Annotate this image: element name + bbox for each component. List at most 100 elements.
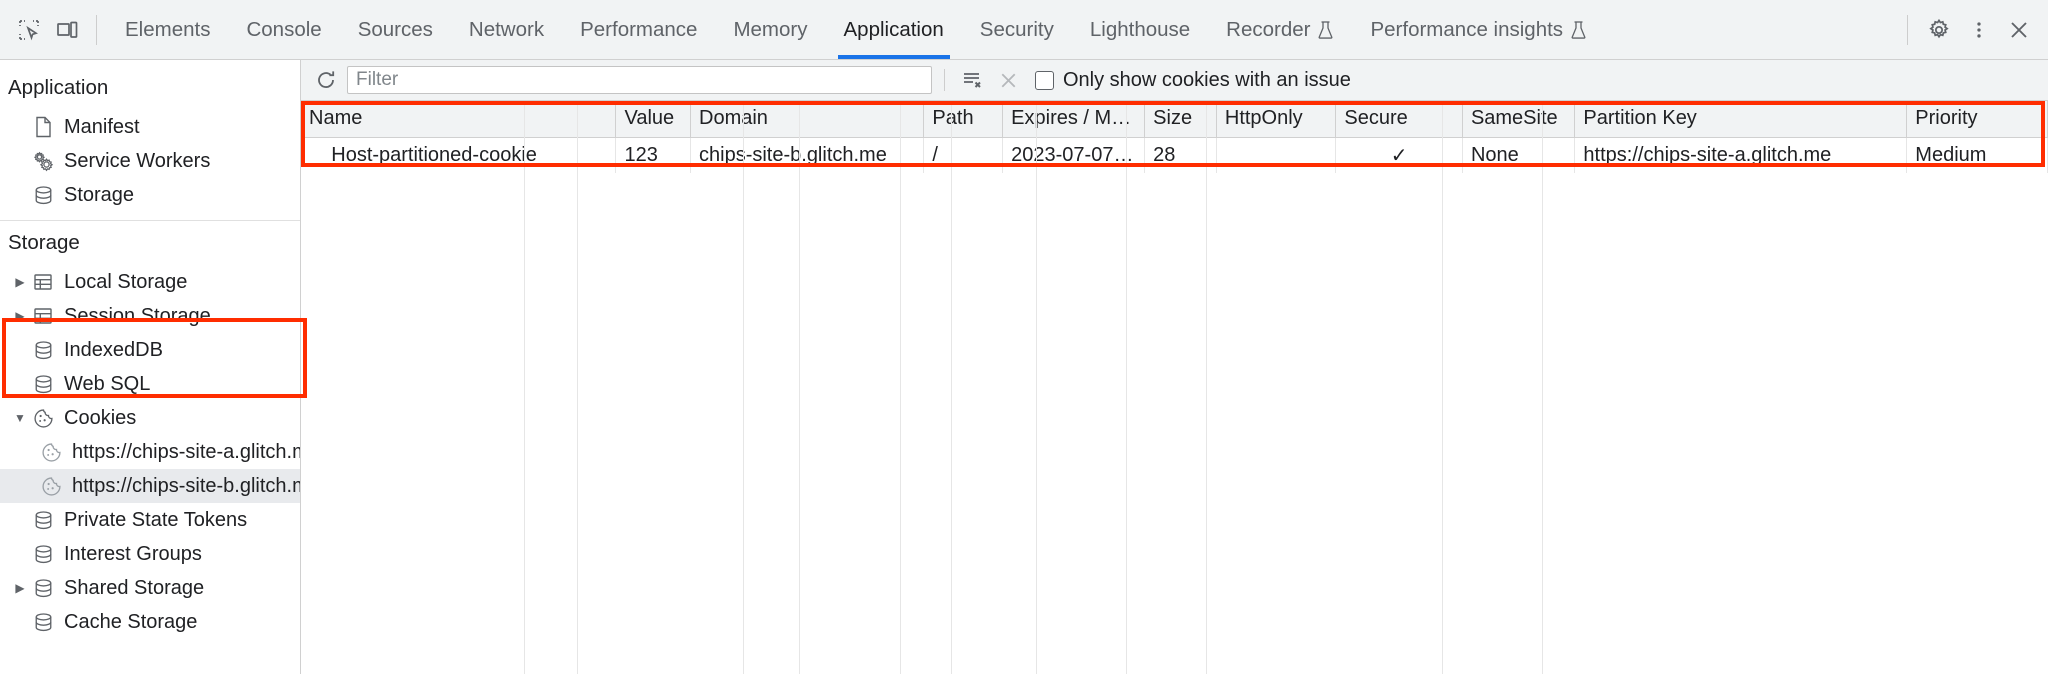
toolbar-divider — [1907, 14, 1908, 45]
cookie-icon — [38, 442, 64, 463]
sidebar-item-label: Cache Storage — [64, 610, 198, 633]
tab-application[interactable]: Application — [826, 0, 962, 59]
tab-memory[interactable]: Memory — [715, 0, 825, 59]
tab-performance[interactable]: Performance — [562, 0, 715, 59]
sidebar-item-private-state-tokens[interactable]: ▶ Private State Tokens — [0, 503, 300, 537]
tab-label: Performance insights — [1370, 17, 1564, 41]
table-icon — [30, 306, 56, 326]
sidebar-item-label: Cookies — [64, 406, 137, 429]
chevron-right-icon[interactable]: ▶ — [15, 275, 25, 289]
tab-label: Security — [979, 17, 1054, 41]
tab-label: Memory — [733, 17, 808, 41]
sidebar-item-label: Service Workers — [64, 149, 211, 172]
sidebar-item-cookie-origin-b[interactable]: https://chips-site-b.glitch.me — [0, 469, 300, 503]
sidebar-item-local-storage[interactable]: ▶ Local Storage — [0, 265, 300, 299]
toolbar-divider — [96, 14, 97, 45]
sidebar-section-storage-title: Storage — [8, 231, 80, 254]
tab-label: Recorder — [1226, 17, 1311, 41]
sidebar-item-manifest[interactable]: ▶ Manifest — [0, 110, 300, 144]
sidebar-item-storage[interactable]: ▶ Storage — [0, 178, 300, 212]
column-header-path[interactable]: Path — [923, 101, 1004, 138]
tab-label: Lighthouse — [1089, 17, 1191, 41]
chevron-down-icon[interactable]: ▼ — [14, 411, 26, 425]
service-workers-gears-icon — [30, 150, 56, 172]
cell-name: __Host-partitioned-cookie — [301, 137, 617, 173]
kebab-menu-icon[interactable] — [1960, 11, 1998, 49]
sidebar-item-session-storage[interactable]: ▶ Session Storage — [0, 299, 300, 333]
column-header-expires[interactable]: Expires / M… — [1002, 101, 1146, 138]
sidebar-item-web-sql[interactable]: ▶ Web SQL — [0, 367, 300, 401]
clear-filtered-cookies-icon[interactable] — [993, 65, 1023, 95]
toolbar-right-actions — [1897, 11, 2044, 49]
tab-performance-insights[interactable]: Performance insights — [1352, 0, 1605, 59]
database-icon — [30, 544, 56, 565]
tab-label: Elements — [125, 17, 211, 41]
cookies-panel: Filter Only show cookies with — [301, 60, 2048, 674]
table-row[interactable]: __Host-partitioned-cookie 123 chips-site… — [301, 137, 2048, 173]
column-header-value[interactable]: Value — [615, 101, 691, 138]
clear-all-cookies-icon[interactable] — [957, 65, 987, 95]
sidebar-item-cache-storage[interactable]: ▶ Cache Storage — [0, 605, 300, 639]
refresh-icon[interactable] — [311, 65, 341, 95]
cell-samesite: None — [1462, 137, 1576, 173]
column-header-size[interactable]: Size — [1144, 101, 1217, 138]
sidebar-item-label: IndexedDB — [64, 338, 163, 361]
experiment-flask-icon — [1317, 20, 1334, 40]
database-icon — [30, 340, 56, 361]
tab-elements[interactable]: Elements — [107, 0, 228, 59]
sidebar-section-application-title: Application — [8, 76, 109, 99]
chevron-right-icon[interactable]: ▶ — [15, 581, 25, 595]
filterbar-divider — [944, 69, 945, 91]
column-header-secure[interactable]: Secure — [1335, 101, 1463, 138]
filter-input[interactable]: Filter — [347, 66, 932, 94]
column-header-samesite[interactable]: SameSite — [1462, 101, 1576, 138]
inspect-element-icon[interactable] — [10, 11, 48, 49]
only-show-issues-checkbox-row[interactable]: Only show cookies with an issue — [1035, 69, 1351, 92]
sidebar-item-label: Storage — [64, 183, 135, 206]
column-header-name[interactable]: Name — [301, 101, 617, 138]
sidebar-item-cookie-origin-a[interactable]: https://chips-site-a.glitch.me — [0, 435, 300, 469]
sidebar-item-indexeddb[interactable]: ▶ IndexedDB — [0, 333, 300, 367]
chevron-right-icon[interactable]: ▶ — [15, 309, 25, 323]
cell-secure: ✓ — [1335, 137, 1463, 173]
tab-recorder[interactable]: Recorder — [1208, 0, 1352, 59]
cell-partition-key: https://chips-site-a.glitch.me — [1574, 137, 1908, 173]
sidebar-item-label: https://chips-site-a.glitch.me — [72, 440, 301, 463]
cookie-icon — [38, 476, 64, 497]
tab-label: Console — [246, 17, 322, 41]
sidebar-item-interest-groups[interactable]: ▶ Interest Groups — [0, 537, 300, 571]
tab-security[interactable]: Security — [962, 0, 1072, 59]
gear-icon[interactable] — [1920, 11, 1958, 49]
tab-label: Application — [843, 17, 944, 41]
column-header-httponly[interactable]: HttpOnly — [1216, 101, 1337, 138]
cookie-icon — [30, 408, 56, 429]
sidebar-item-cookies[interactable]: ▼ Cookies — [0, 401, 300, 435]
filter-placeholder: Filter — [356, 69, 399, 90]
sidebar-divider — [0, 220, 300, 221]
column-header-priority[interactable]: Priority — [1906, 101, 2048, 138]
panel-tabs: Elements Console Sources Network Perform… — [107, 0, 1897, 59]
database-icon — [30, 612, 56, 633]
tab-label: Sources — [357, 17, 433, 41]
devtools-body: Application ▶ Manifest ▶ — [0, 60, 2048, 674]
sidebar-item-shared-storage[interactable]: ▶ Shared Storage — [0, 571, 300, 605]
tab-label: Network — [468, 17, 545, 41]
tab-network[interactable]: Network — [451, 0, 562, 59]
only-show-issues-checkbox[interactable] — [1035, 70, 1054, 90]
tab-lighthouse[interactable]: Lighthouse — [1072, 0, 1208, 59]
column-header-domain[interactable]: Domain — [690, 101, 925, 138]
close-icon[interactable] — [2000, 11, 2038, 49]
tab-console[interactable]: Console — [228, 0, 339, 59]
sidebar-item-service-workers[interactable]: ▶ Service Workers — [0, 144, 300, 178]
device-toolbar-icon[interactable] — [48, 11, 86, 49]
cell-httponly — [1216, 137, 1337, 173]
cookies-table-header-row: Name Value Domain Path Expires / M… Size… — [301, 101, 2048, 138]
sidebar-item-label: https://chips-site-b.glitch.me — [72, 474, 301, 497]
cell-domain: chips-site-b.glitch.me — [690, 137, 925, 173]
cell-size: 28 — [1144, 137, 1217, 173]
tab-sources[interactable]: Sources — [340, 0, 451, 59]
experiment-flask-icon — [1570, 20, 1587, 40]
table-icon — [30, 272, 56, 292]
column-header-partition-key[interactable]: Partition Key — [1574, 101, 1908, 138]
